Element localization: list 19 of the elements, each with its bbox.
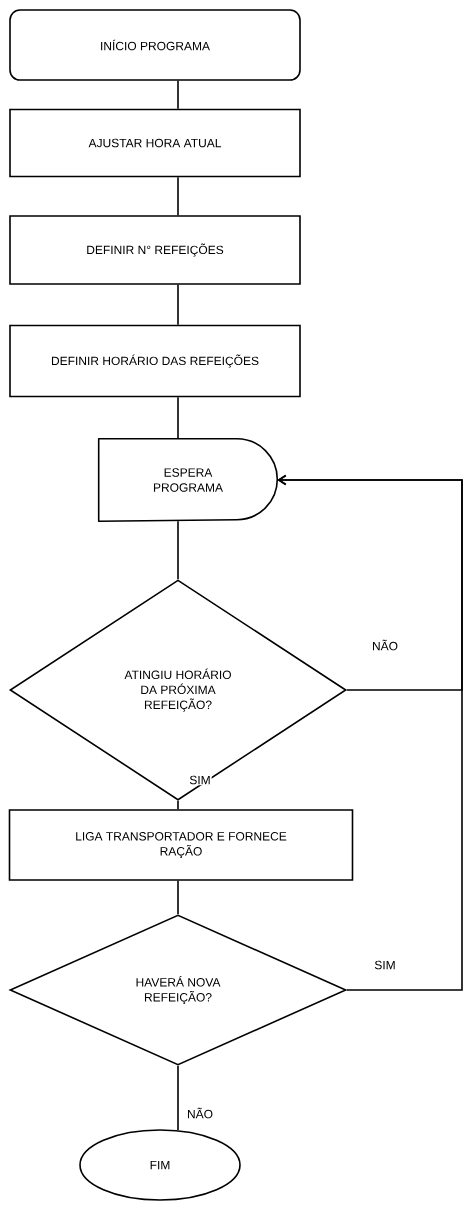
arrow [277, 474, 463, 991]
process-box: AJUSTAR HORA ATUAL [9, 108, 301, 178]
connector-line [177, 284, 179, 326]
connector-line [177, 176, 179, 216]
connector-line [177, 520, 179, 580]
connector-line [177, 80, 179, 110]
edge-label: NÃO [371, 638, 399, 652]
connector-line [177, 800, 179, 810]
connector-line [177, 880, 179, 915]
process-box: DEFINIR HORÁRIO DAS REFEIÇÕES [9, 324, 301, 398]
edge-label: NÃO [186, 1106, 214, 1120]
process-box: DEFINIR N° REFEIÇÕES [9, 215, 301, 285]
process-box: LIGA TRANSPORTADOR E FORNECE RAÇÃO [8, 809, 354, 881]
connector-line [177, 396, 179, 440]
connector-line [177, 1065, 179, 1131]
start-terminal: INÍCIO PROGRAMA [9, 9, 301, 81]
edge-label: SIM [373, 959, 397, 971]
edge-label: SIM [188, 774, 212, 786]
end-terminal: FIM [79, 1129, 241, 1201]
